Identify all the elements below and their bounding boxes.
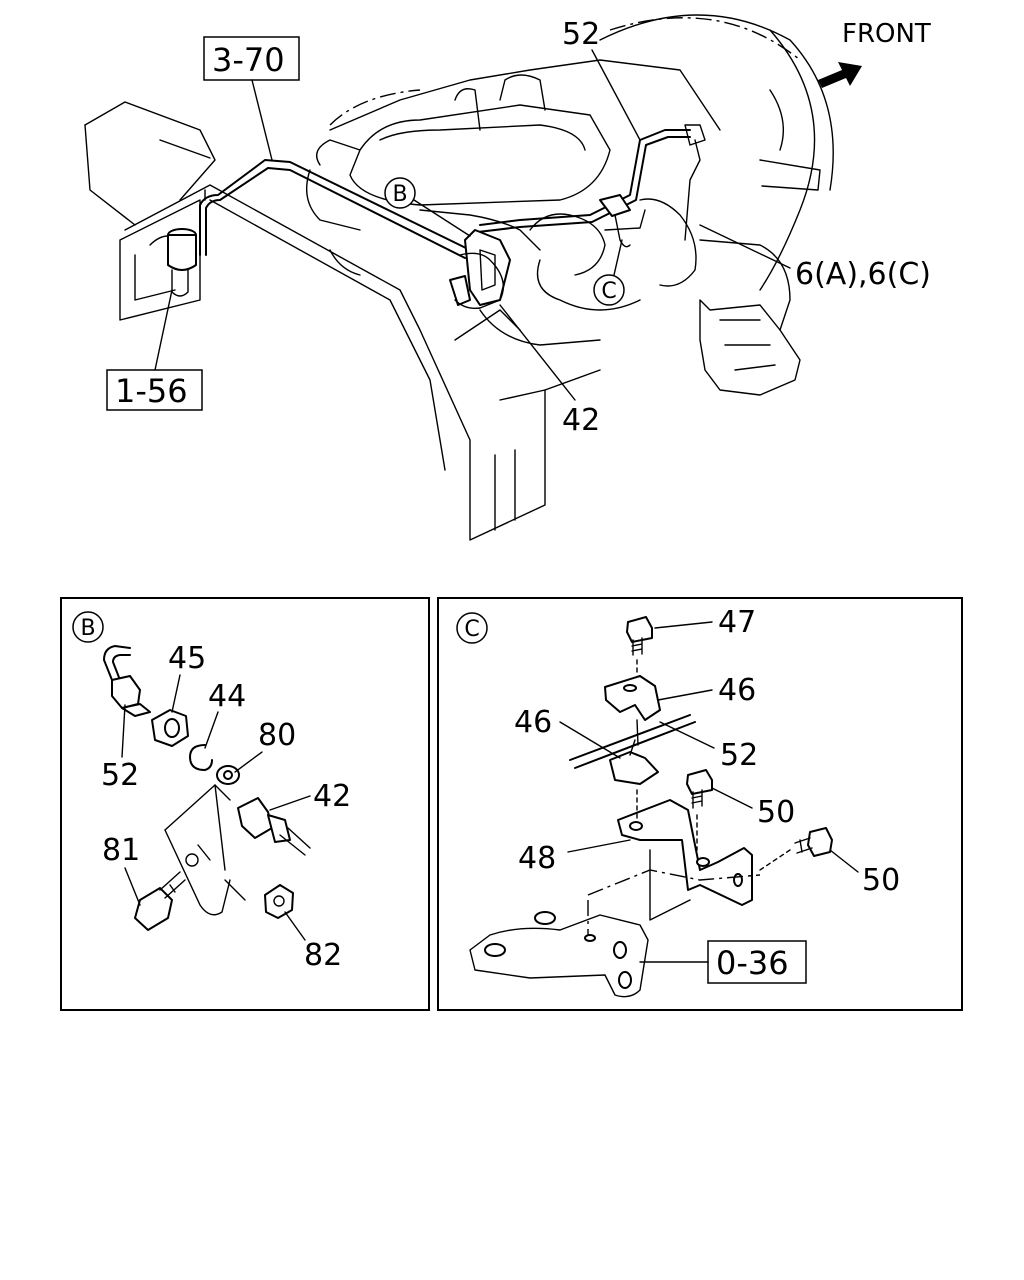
callout-42-detail-b: 42: [313, 779, 351, 814]
callout-45: 45: [168, 641, 206, 676]
callout-50-upper: 50: [757, 795, 795, 830]
detail-b-marker: B: [72, 611, 104, 643]
callout-6a-6c: 6(A),6(C): [795, 257, 931, 292]
callout-52-detail-c: 52: [720, 738, 758, 773]
callout-46-upper: 46: [718, 673, 756, 708]
detail-marker-c-label: C: [601, 279, 616, 304]
detail-c-panel: C: [437, 597, 963, 1011]
callout-52-detail-b: 52: [101, 758, 139, 793]
detail-marker-c[interactable]: C: [593, 274, 625, 306]
callout-44: 44: [208, 679, 246, 714]
callout-50-lower: 50: [862, 863, 900, 898]
detail-b-panel: B 45 44 8: [60, 597, 430, 1011]
callout-52: 52: [562, 17, 600, 52]
detail-c-marker: C: [456, 612, 488, 644]
callout-48: 48: [518, 841, 556, 876]
ref-box-1-56[interactable]: 1-56: [106, 369, 203, 411]
front-indicator: FRONT: [818, 19, 931, 88]
front-arrow-icon: [818, 62, 862, 88]
detail-marker-b-label: B: [392, 182, 407, 207]
ref-0-36-label: 0-36: [716, 944, 789, 982]
ref-box-0-36[interactable]: 0-36: [707, 940, 807, 984]
ref-3-70-label: 3-70: [212, 41, 285, 79]
detail-c-marker-label: C: [464, 617, 479, 642]
ref-1-56-label: 1-56: [115, 372, 188, 410]
main-assembly-view: FRONT: [84, 14, 931, 541]
callout-80: 80: [258, 718, 296, 753]
callout-82: 82: [304, 938, 342, 973]
callout-47: 47: [718, 605, 756, 640]
callout-81: 81: [102, 833, 140, 868]
callout-42-main: 42: [562, 403, 600, 438]
front-label: FRONT: [842, 19, 931, 49]
component-1-56: [167, 228, 197, 297]
callout-46-lower: 46: [514, 705, 552, 740]
detail-marker-b[interactable]: B: [384, 177, 416, 209]
ref-box-3-70[interactable]: 3-70: [203, 36, 300, 81]
detail-b-marker-label: B: [80, 616, 95, 641]
